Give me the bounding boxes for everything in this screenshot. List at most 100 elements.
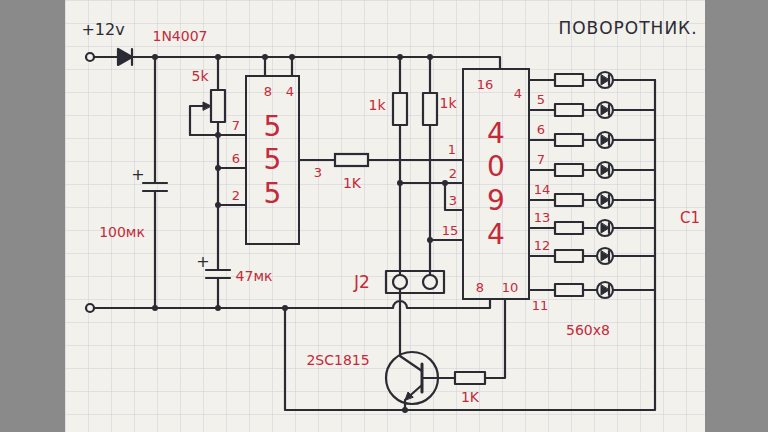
junction-dot bbox=[402, 407, 408, 413]
wire bbox=[422, 377, 455, 379]
capacitor-symbol bbox=[143, 183, 167, 191]
pin-label: 10 bbox=[502, 281, 519, 294]
junction-dot bbox=[442, 180, 448, 186]
wire bbox=[217, 122, 219, 270]
wire bbox=[218, 168, 245, 205]
pin-label: 3 bbox=[314, 166, 322, 179]
junction-dot bbox=[215, 165, 221, 171]
junction-dot bbox=[215, 54, 221, 60]
pin-label: + bbox=[196, 254, 209, 270]
pin-label: C1 bbox=[680, 211, 700, 226]
junction-dot bbox=[152, 305, 158, 311]
pin-label: 2SC1815 bbox=[306, 353, 369, 367]
pin-label: 16 bbox=[477, 78, 494, 91]
pin-label: 13 bbox=[534, 211, 551, 224]
pin-label: +12v bbox=[81, 22, 124, 38]
wire bbox=[429, 125, 431, 275]
junction-dot bbox=[397, 54, 403, 60]
pin-label: 560x8 bbox=[566, 323, 610, 337]
resistor-symbol bbox=[423, 93, 437, 125]
pin-label: 1k bbox=[439, 96, 456, 110]
wire bbox=[217, 278, 219, 308]
wire bbox=[485, 300, 505, 378]
wire bbox=[400, 183, 462, 240]
led-row bbox=[530, 102, 655, 118]
pin-label: 1K bbox=[343, 176, 361, 190]
connector-pin bbox=[393, 275, 407, 289]
led-row bbox=[530, 132, 655, 148]
pin-label: 1N4007 bbox=[152, 29, 207, 43]
pin-label: 15 bbox=[442, 224, 459, 237]
resistor-symbol bbox=[335, 154, 368, 166]
emitter-arrow bbox=[405, 392, 413, 400]
pin-label: 2 bbox=[449, 167, 457, 180]
chip-label: 4 0 9 4 bbox=[485, 117, 507, 251]
resistor-symbol bbox=[455, 372, 485, 384]
wire bbox=[399, 57, 401, 93]
junction-dot bbox=[427, 237, 433, 243]
pin-label: 4 bbox=[514, 87, 522, 100]
junction-dot bbox=[397, 180, 403, 186]
pin-label: 11 bbox=[532, 299, 549, 312]
junction-dot bbox=[282, 305, 288, 311]
terminal bbox=[86, 53, 94, 61]
signal-wire bbox=[300, 159, 462, 161]
paper bbox=[65, 0, 705, 432]
pin-label: 100мк bbox=[99, 225, 145, 239]
emitter-wire bbox=[405, 385, 422, 410]
paper-grid bbox=[65, 0, 705, 432]
potentiometer-symbol bbox=[211, 90, 225, 122]
wire bbox=[154, 191, 156, 308]
chip-label: 5 5 5 bbox=[261, 110, 283, 211]
capacitor-symbol bbox=[206, 270, 230, 278]
diode-symbol bbox=[118, 49, 132, 65]
pin-label: J2 bbox=[354, 274, 370, 291]
wiper-arrow bbox=[203, 102, 211, 110]
pin-label: 2 bbox=[232, 189, 240, 202]
shift-register-chip: 4 0 9 4 bbox=[462, 68, 530, 300]
pin-label: 8 bbox=[476, 281, 484, 294]
led-row bbox=[530, 72, 655, 88]
title-text: ПОВОРОТНИК. bbox=[558, 20, 697, 37]
wire bbox=[217, 57, 219, 90]
timer-chip: 5 5 5 bbox=[245, 75, 300, 245]
junction-dot bbox=[262, 54, 268, 60]
junction-dot bbox=[289, 54, 295, 60]
pin-label: 47мк bbox=[236, 269, 273, 283]
connector-outline bbox=[386, 271, 444, 293]
terminal bbox=[86, 304, 94, 312]
resistor-symbol bbox=[393, 93, 407, 125]
junction-dot bbox=[215, 305, 221, 311]
pin-label: 5k bbox=[191, 69, 208, 83]
wire bbox=[429, 57, 431, 93]
wire bbox=[154, 57, 156, 183]
pin-label: 6 bbox=[232, 152, 240, 165]
junction-dot bbox=[427, 54, 433, 60]
junction-dot bbox=[152, 54, 158, 60]
wire bbox=[265, 57, 292, 75]
pin-label: 8 bbox=[264, 85, 272, 98]
pin-label: 7 bbox=[232, 119, 240, 132]
junction-dot bbox=[215, 202, 221, 208]
pin-label: + bbox=[131, 167, 144, 183]
pin-label: 12 bbox=[534, 239, 551, 252]
diode-bar bbox=[131, 49, 133, 65]
pin-label: 14 bbox=[534, 183, 551, 196]
ground-wire bbox=[285, 80, 655, 410]
pin-label: 1 bbox=[448, 143, 456, 156]
junction-dot bbox=[215, 132, 221, 138]
pin-label: 6 bbox=[537, 123, 545, 136]
collector-wire bbox=[400, 289, 422, 371]
wire bbox=[399, 125, 401, 275]
pin-label: 4 bbox=[286, 85, 294, 98]
pin-label: 1k bbox=[368, 98, 385, 112]
pin-label: 7 bbox=[537, 153, 545, 166]
led-row bbox=[530, 162, 655, 178]
pin-label: 3 bbox=[449, 194, 457, 207]
pin-label: 1K bbox=[461, 390, 479, 404]
connector-pin bbox=[423, 275, 437, 289]
led-row bbox=[530, 282, 655, 298]
pin-label: 5 bbox=[537, 93, 545, 106]
